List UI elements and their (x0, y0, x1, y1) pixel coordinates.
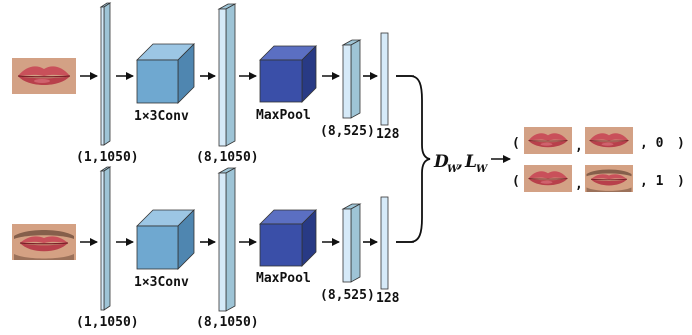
pair-close-paren: ) (677, 136, 685, 151)
maxpool-label: MaxPool (256, 108, 311, 123)
pair-left-image (524, 127, 572, 154)
fc-layer (380, 32, 389, 126)
pair-open-paren: ( (512, 136, 520, 151)
conv-feature-layer (217, 167, 237, 312)
pair-close-paren: ) (677, 174, 685, 189)
loss-d: D (433, 152, 449, 172)
input-shape-label: (1,1050) (76, 150, 139, 165)
pair-separator: , (575, 177, 583, 192)
input-shape-label: (1,1050) (76, 315, 139, 330)
pooled-feature-layer (341, 39, 362, 119)
conv-feature-layer (217, 3, 237, 147)
pool-shape-label: (8,525) (320, 124, 375, 139)
pair-separator: , (575, 139, 583, 154)
conv-block (136, 43, 195, 104)
pair-row-similar: ( , , 0 ) (512, 127, 685, 154)
conv-label: 1×3Conv (134, 275, 189, 290)
input-image-lips-mustache (12, 224, 76, 260)
conv-shape-label: (8,1050) (196, 315, 259, 330)
fc-size-label: 128 (376, 127, 400, 142)
pair-left-image (524, 165, 572, 192)
pair-right-image (585, 127, 633, 154)
pool-shape-label: (8,525) (320, 288, 375, 303)
loss-l: L (464, 152, 477, 172)
maxpool-block (259, 209, 317, 267)
conv-block (136, 209, 195, 270)
pair-open-paren: ( (512, 174, 520, 189)
fc-layer (380, 196, 389, 290)
input-image-lips (12, 58, 76, 94)
fc-size-label: 128 (376, 291, 400, 306)
pooled-feature-layer (341, 203, 362, 283)
loss-d-subscript: W (447, 164, 460, 175)
pair-label-0: , 0 (640, 136, 664, 151)
branch-top: (1,1050) 1×3Conv (8,1050) MaxPool (12, 2, 414, 165)
pair-right-image (585, 165, 633, 192)
pair-label-1: , 1 (640, 174, 664, 189)
loss-l-subscript: W (476, 164, 489, 175)
branch-bottom: (1,1050) 1×3Conv (8,1050) MaxPool (12, 166, 414, 330)
conv-shape-label: (8,1050) (196, 150, 259, 165)
pair-row-dissimilar: ( , , 1 ) (512, 165, 685, 192)
loss-comma: , (456, 152, 463, 172)
merge-brace (396, 75, 431, 243)
conv-label: 1×3Conv (134, 109, 189, 124)
input-layer (99, 2, 112, 146)
loss-label: D W , L W (433, 152, 489, 175)
maxpool-label: MaxPool (256, 271, 311, 286)
input-layer (99, 166, 112, 311)
maxpool-block (259, 45, 317, 103)
